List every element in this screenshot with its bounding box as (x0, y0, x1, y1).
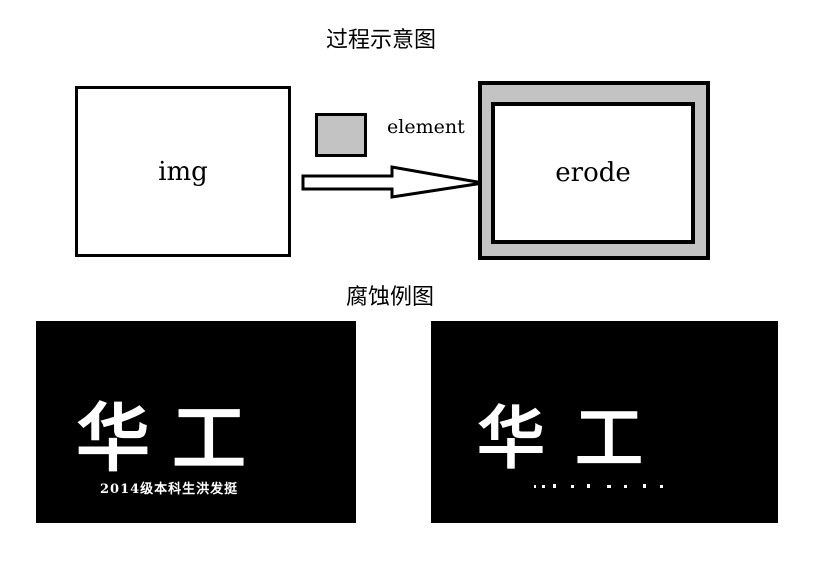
erosion-example-title: 腐蚀例图 (346, 285, 435, 310)
input-image-box: img (75, 86, 291, 257)
arrow-icon (301, 165, 484, 199)
eroded-photo-chars: 华工 (477, 399, 674, 479)
eroded-image-label: erode (555, 158, 631, 188)
original-photo-chars: 华工 (76, 396, 268, 482)
eroded-image-border: erode (478, 81, 710, 260)
original-photo-caption: 2014级本科生洪发挺 (100, 482, 239, 497)
eroded-caption-specks (534, 484, 663, 488)
input-image-label: img (158, 156, 208, 187)
process-diagram-title: 过程示意图 (326, 28, 437, 53)
structuring-element-square (315, 113, 367, 157)
eroded-image-box: erode (491, 102, 695, 244)
eroded-photo: 华工 (431, 321, 778, 523)
structuring-element-label: element (387, 116, 465, 138)
original-photo: 华工 2014级本科生洪发挺 (36, 321, 356, 523)
